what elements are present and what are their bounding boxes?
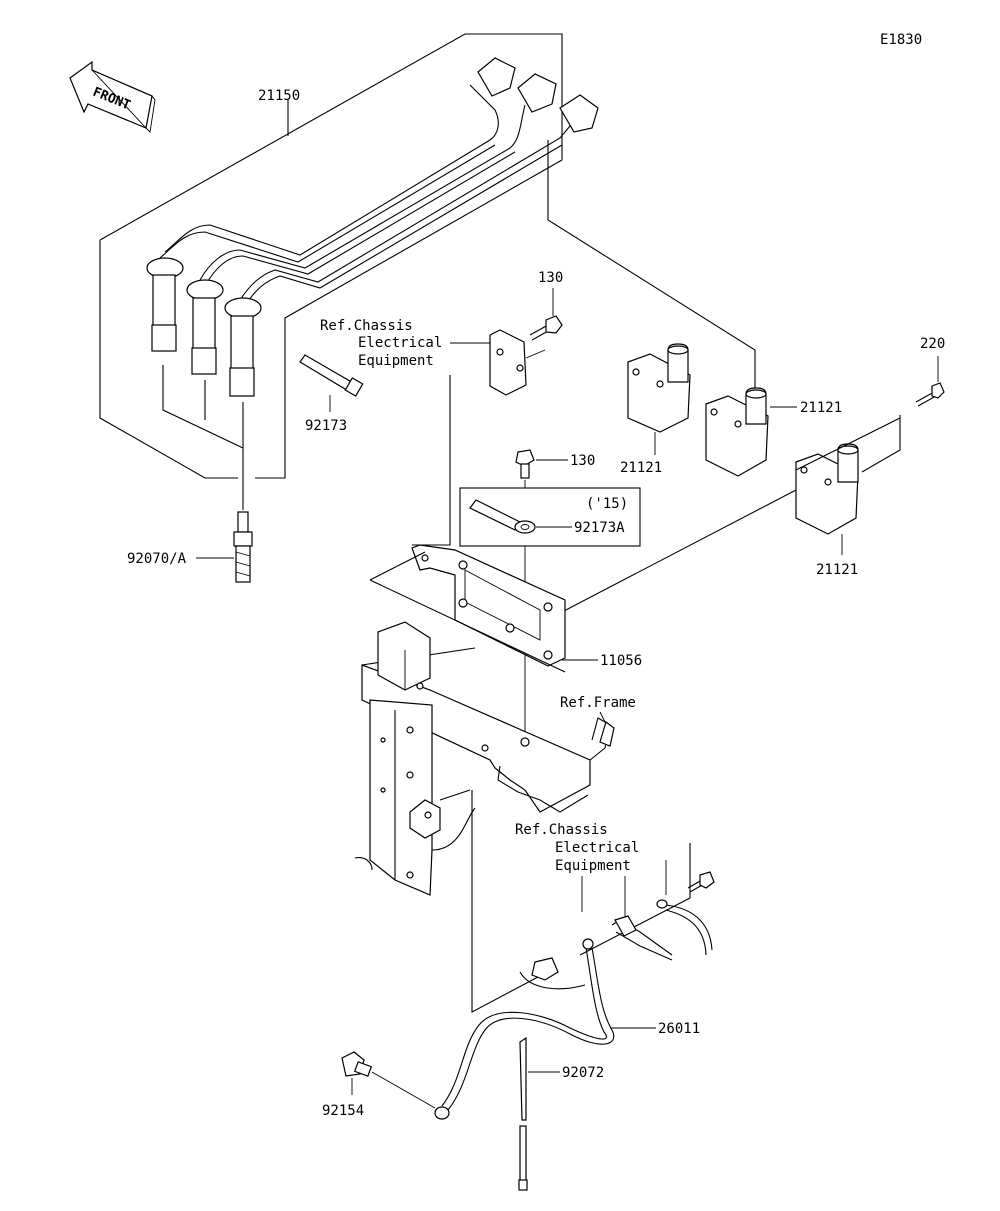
bolt-220 <box>915 382 945 407</box>
diagram-code: E1830 <box>880 32 922 48</box>
ignition-coil-a <box>627 343 691 433</box>
ignition-coil-b <box>705 387 769 477</box>
bolt-92154 <box>341 1051 373 1077</box>
bolt-chassis-ground <box>687 871 715 893</box>
label-92070a: 92070/A <box>127 551 187 567</box>
year-note: ('15) <box>586 496 628 512</box>
label-92173: 92173 <box>305 418 347 434</box>
band-92173 <box>299 354 364 397</box>
label-26011: 26011 <box>658 1021 700 1037</box>
bolt-130-mid <box>515 449 535 479</box>
ref-chassis-2-line3: Equipment <box>555 858 631 874</box>
label-21121-a: 21121 <box>620 460 662 476</box>
label-92173a: 92173A <box>574 520 625 536</box>
label-130-top: 130 <box>538 270 563 286</box>
label-130-mid: 130 <box>570 453 595 469</box>
bracket-11056 <box>411 544 566 667</box>
label-21150: 21150 <box>258 88 300 104</box>
ref-frame: Ref.Frame <box>560 695 636 711</box>
label-92072: 92072 <box>562 1065 604 1081</box>
ref-chassis-2-line1: Ref.Chassis <box>515 822 608 838</box>
label-21121-c: 21121 <box>816 562 858 578</box>
label-11056: 11056 <box>600 653 642 669</box>
label-92154: 92154 <box>322 1103 364 1119</box>
ref-chassis-1-line2: Electrical <box>358 335 442 351</box>
chassis-bracket-top <box>489 329 546 396</box>
label-220: 220 <box>920 336 945 352</box>
front-arrow-icon: FRONT <box>69 60 156 133</box>
ref-chassis-1-line1: Ref.Chassis <box>320 318 413 334</box>
year-note-box <box>459 487 641 547</box>
label-21121-b: 21121 <box>800 400 842 416</box>
band-92173a <box>469 499 536 534</box>
wire-set-21150 <box>99 33 599 510</box>
bolt-130-top <box>529 315 563 341</box>
spark-plug <box>233 511 253 583</box>
frame <box>354 551 615 896</box>
tie-92072 <box>518 1036 528 1191</box>
ground-lead-26011 <box>434 899 713 1120</box>
ref-chassis-2-line2: Electrical <box>555 840 639 856</box>
ref-chassis-1-line3: Equipment <box>358 353 434 369</box>
ignition-coil-c <box>795 443 859 535</box>
